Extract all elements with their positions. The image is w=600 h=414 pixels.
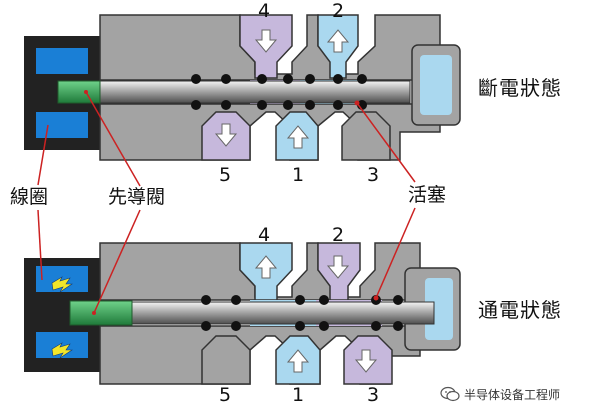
port-5-label: 5 <box>219 384 232 406</box>
port-5-channel <box>201 335 251 385</box>
lightning-arrow-icon <box>51 342 73 359</box>
coil-winding <box>36 48 88 74</box>
wechat-icon <box>440 386 460 402</box>
pilot-valve-leader <box>93 209 141 314</box>
port-4-label: 4 <box>258 224 271 246</box>
coil-winding <box>36 112 88 138</box>
state-on-label: 通電狀態 <box>478 298 562 322</box>
arrow-down <box>214 123 238 147</box>
flow-arrows-on <box>254 255 378 373</box>
piston-leader <box>375 207 416 299</box>
arrow-up <box>254 255 278 279</box>
pilot-valve-callout: 先導閥 <box>108 186 166 208</box>
coil-winding <box>36 266 88 292</box>
coil-leader <box>37 209 43 281</box>
coil-winding <box>36 332 88 358</box>
piston-rod <box>59 80 411 104</box>
coil-leader <box>37 124 49 186</box>
port-3-channel <box>341 111 391 161</box>
port-1-label: 1 <box>292 384 305 406</box>
arrow-up <box>326 29 350 53</box>
arrow-up <box>286 349 310 373</box>
port-3-label: 3 <box>367 164 380 186</box>
valve-on <box>24 242 461 385</box>
pilot-valve-leader <box>85 91 141 187</box>
piston-leader <box>356 102 416 183</box>
piston-callout: 活塞 <box>408 184 447 206</box>
arrow-down <box>326 255 350 279</box>
arrow-down <box>354 349 378 373</box>
arrow-up <box>286 125 310 149</box>
watermark-text: 半导体设备工程师 <box>464 388 561 402</box>
state-off-label: 斷電狀態 <box>478 76 562 100</box>
port-3-label: 3 <box>367 384 380 406</box>
port-1-label: 1 <box>292 164 305 186</box>
flow-arrows-off <box>214 29 350 149</box>
seal-rings <box>191 74 367 110</box>
seal-rings <box>201 295 403 331</box>
pilot-valve-core <box>69 300 133 326</box>
port-2-label: 2 <box>332 224 345 246</box>
lightning-arrow-icon <box>51 276 73 293</box>
port-4-label: 4 <box>258 0 271 22</box>
energized-arrows <box>51 276 73 359</box>
valve-off <box>24 14 461 161</box>
arrow-down <box>254 29 278 53</box>
coil-callout: 線圈 <box>10 186 49 208</box>
end-cap-chamber <box>420 55 452 115</box>
port-5-label: 5 <box>219 164 232 186</box>
pilot-valve-core <box>57 80 101 104</box>
port-2-label: 2 <box>332 0 345 22</box>
callout-lines <box>37 90 416 315</box>
